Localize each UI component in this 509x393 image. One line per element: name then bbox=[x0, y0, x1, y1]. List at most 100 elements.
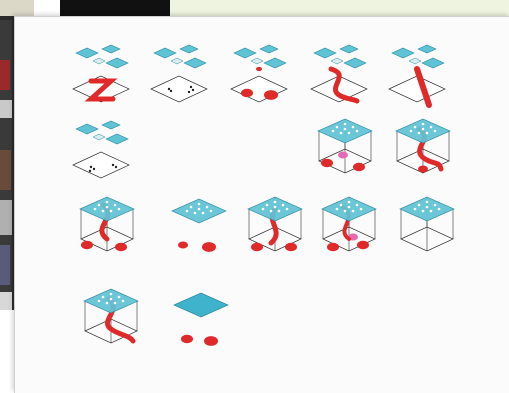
diagram-cell-r1c3 bbox=[219, 39, 299, 119]
plane-dot bbox=[270, 210, 273, 213]
plane-piece bbox=[314, 48, 336, 58]
red-circle bbox=[251, 243, 263, 251]
isometric-figure bbox=[305, 109, 385, 189]
plane-dot bbox=[348, 206, 351, 209]
top-plane bbox=[318, 119, 372, 143]
plane-piece bbox=[106, 58, 128, 68]
plane-dot bbox=[278, 210, 281, 213]
diagram-cell-r3c1 bbox=[67, 187, 147, 267]
plane-dot bbox=[274, 201, 277, 204]
isometric-figure bbox=[235, 187, 315, 267]
plane-dot bbox=[434, 130, 437, 133]
plane-dot bbox=[430, 210, 433, 213]
isometric-figure bbox=[387, 187, 467, 267]
plane-dot bbox=[102, 210, 105, 213]
floor-plane bbox=[231, 76, 287, 102]
isometric-figure bbox=[377, 39, 457, 119]
plane-piece bbox=[418, 45, 436, 53]
floor-plane bbox=[151, 76, 207, 102]
plane-piece bbox=[106, 134, 128, 144]
plane-dot bbox=[422, 123, 425, 126]
plane-piece bbox=[234, 48, 256, 58]
plane-dot bbox=[110, 293, 113, 296]
plane-dot bbox=[422, 210, 425, 213]
marker-dot bbox=[90, 166, 92, 168]
marker-dot bbox=[170, 90, 172, 92]
isometric-figure bbox=[219, 39, 299, 119]
red-circle bbox=[338, 152, 348, 159]
isometric-figure bbox=[161, 283, 241, 363]
plane-piece bbox=[264, 58, 286, 68]
red-circle bbox=[204, 336, 218, 346]
red-circle bbox=[202, 242, 216, 252]
marker-dot bbox=[188, 91, 190, 93]
plane-dot bbox=[426, 132, 429, 135]
plane-piece bbox=[409, 58, 421, 64]
red-circle bbox=[321, 159, 333, 167]
marker-dot bbox=[89, 170, 91, 172]
red-circle bbox=[241, 89, 253, 97]
top-plane bbox=[396, 119, 450, 143]
isometric-figure bbox=[139, 39, 219, 119]
diagram-cell-r1c5 bbox=[377, 39, 457, 119]
isometric-figure bbox=[67, 187, 147, 267]
plane-piece bbox=[154, 48, 176, 58]
red-circle bbox=[115, 243, 127, 251]
marker-dot bbox=[168, 88, 170, 90]
red-circle bbox=[327, 243, 339, 251]
plane-dot bbox=[344, 123, 347, 126]
top-plane bbox=[80, 197, 134, 221]
diagram-cell-r2c5 bbox=[383, 109, 463, 189]
diagram-cell-r1c4 bbox=[299, 39, 379, 119]
plane-piece bbox=[102, 121, 120, 129]
isometric-figure bbox=[61, 115, 141, 195]
plane-dot bbox=[336, 208, 339, 211]
plane-piece bbox=[344, 58, 366, 68]
marker-dot bbox=[115, 166, 117, 168]
top-plane bbox=[322, 197, 376, 221]
diagram-cell-r3c5 bbox=[387, 187, 467, 267]
red-circle bbox=[357, 241, 369, 249]
top-plane bbox=[174, 293, 228, 317]
plane-dot bbox=[340, 132, 343, 135]
plane-dot bbox=[114, 302, 117, 305]
plane-dot bbox=[98, 300, 101, 303]
plane-dot bbox=[198, 203, 201, 206]
plane-dot bbox=[262, 208, 265, 211]
plane-dot bbox=[352, 210, 355, 213]
diagram-cell-r1c1 bbox=[61, 39, 141, 119]
red-circle bbox=[178, 242, 188, 249]
plane-dot bbox=[332, 130, 335, 133]
diagram-cell-r4c2 bbox=[161, 283, 241, 363]
plane-dot bbox=[414, 126, 417, 129]
plane-dot bbox=[438, 208, 441, 211]
floor-plane bbox=[73, 152, 129, 178]
plane-dot bbox=[282, 204, 285, 207]
marker-dot bbox=[112, 164, 114, 166]
red-circle bbox=[264, 90, 278, 100]
plane-piece bbox=[260, 45, 278, 53]
plane-dot bbox=[210, 210, 213, 213]
isometric-figure bbox=[383, 109, 463, 189]
plane-piece bbox=[76, 48, 98, 58]
plane-dot bbox=[118, 296, 121, 299]
diagram-cell-r2c1 bbox=[61, 115, 141, 195]
plane-dot bbox=[422, 128, 425, 131]
plane-dot bbox=[110, 298, 113, 301]
plane-dot bbox=[286, 208, 289, 211]
plane-piece bbox=[340, 45, 358, 53]
isometric-figure bbox=[309, 187, 389, 267]
plane-dot bbox=[118, 208, 121, 211]
plane-dot bbox=[356, 130, 359, 133]
isometric-figure bbox=[159, 189, 239, 269]
red-circle bbox=[353, 163, 365, 171]
plane-piece bbox=[331, 58, 343, 64]
plane-dot bbox=[106, 302, 109, 305]
diagram-cell-r4c1 bbox=[71, 279, 151, 359]
plane-dot bbox=[348, 201, 351, 204]
plane-piece bbox=[76, 124, 98, 134]
plane-dot bbox=[434, 204, 437, 207]
plane-dot bbox=[274, 206, 277, 209]
plane-piece bbox=[102, 45, 120, 53]
plane-piece bbox=[180, 45, 198, 53]
